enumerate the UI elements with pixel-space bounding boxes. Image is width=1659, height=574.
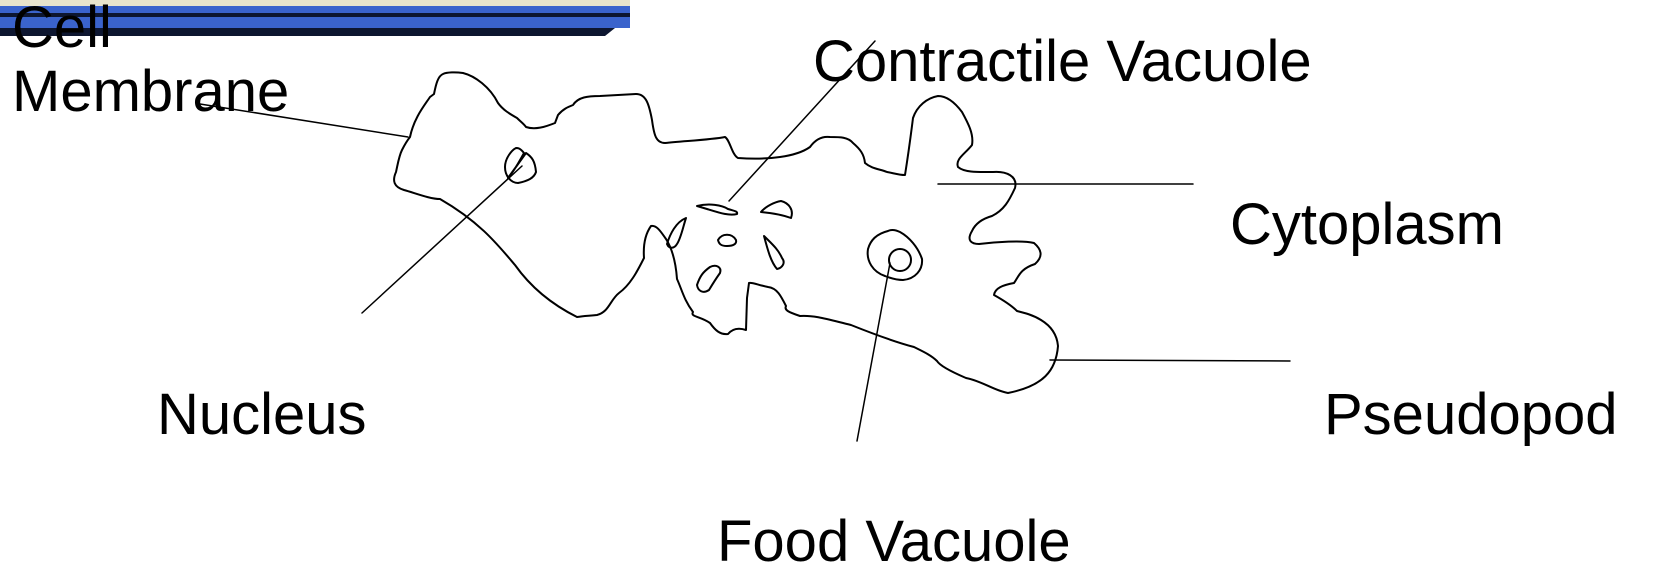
cell-membrane-outline bbox=[394, 72, 1058, 393]
leader-nucleus bbox=[362, 166, 522, 313]
vacuole-shape-middle bbox=[764, 236, 784, 269]
vacuole-shape-bottom-left bbox=[697, 266, 720, 292]
label-pseudopod: Pseudopod bbox=[1324, 383, 1617, 447]
leader-pseudopod bbox=[1050, 360, 1290, 361]
label-cell-membrane: Cell Membrane bbox=[12, 0, 289, 124]
vacuole-shape-center bbox=[718, 235, 736, 246]
leader-food-vacuole bbox=[857, 263, 890, 441]
contractile-vacuole-shape bbox=[697, 205, 737, 215]
food-vacuole-shape bbox=[868, 230, 922, 280]
food-particle bbox=[889, 249, 911, 271]
vacuole-shape-top-right bbox=[761, 201, 792, 218]
label-nucleus: Nucleus bbox=[157, 383, 367, 447]
label-cytoplasm: Cytoplasm bbox=[1230, 193, 1504, 257]
label-contractile-vacuole: Contractile Vacuole bbox=[813, 30, 1312, 94]
vacuole-shape-left bbox=[667, 218, 686, 248]
label-food-vacuole: Food Vacuole bbox=[717, 510, 1071, 574]
